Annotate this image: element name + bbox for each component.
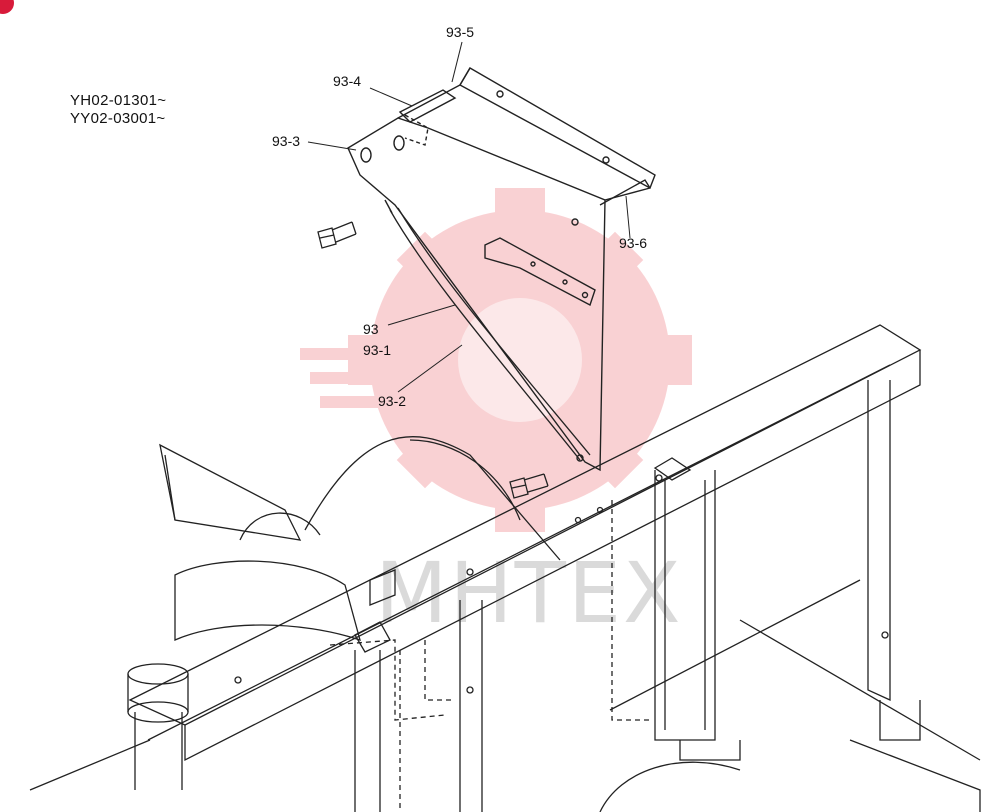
watermark-text: MHTEX [375, 544, 683, 642]
shroud-plate-assembly [347, 67, 656, 472]
callout-93-2: 93-2 [378, 393, 406, 409]
serial-range-1: YH02-01301~ [70, 92, 167, 109]
callout-93-3: 93-3 [272, 133, 300, 149]
serial-range-2: YY02-03001~ [70, 110, 166, 127]
frame-assembly [29, 324, 981, 812]
corner-badge [0, 0, 14, 14]
bolt-upper-icon [317, 221, 357, 249]
callout-93: 93 [363, 321, 379, 337]
callout-93-4: 93-4 [333, 73, 361, 89]
callout-93-6: 93-6 [619, 235, 647, 251]
callout-93-5: 93-5 [446, 24, 474, 40]
leader-lines [307, 41, 631, 393]
bolt-lower-icon [509, 473, 549, 499]
callout-93-1: 93-1 [363, 342, 391, 358]
